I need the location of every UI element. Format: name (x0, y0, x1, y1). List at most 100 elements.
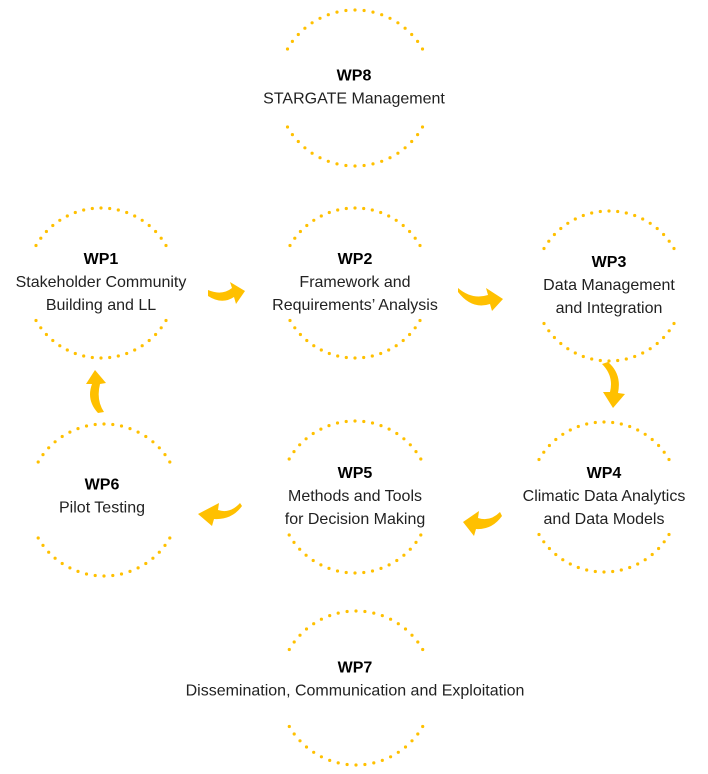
ring-wp6-bottom-arc-dot (76, 569, 80, 574)
ring-wp7-top-arc-dot (396, 622, 400, 626)
ring-wp8-top-arc-dot (396, 21, 400, 25)
ring-wp7-top-arc-dot (372, 611, 376, 615)
node-wp5: WP5 Methods and Tools for Decision Makin… (285, 463, 426, 531)
ring-wp6-top-arc-dot (128, 427, 132, 431)
ring-wp4-top-arc-dot (611, 420, 615, 425)
ring-wp2-top-arc-dot (413, 236, 417, 240)
ring-wp8-bottom-arc-dot (310, 151, 314, 155)
ring-wp5-top-arc-dot (327, 424, 331, 428)
ring-wp1-bottom-arc-dot (116, 354, 120, 358)
ring-wp5-top-arc-dot (370, 421, 375, 425)
ring-wp4-bottom-arc-dot (650, 552, 654, 557)
ring-wp3-bottom-arc-dot (662, 335, 666, 340)
ring-wp6-bottom-arc-dot (111, 573, 115, 578)
ring-wp2-bottom-arc-dot (408, 332, 412, 337)
ring-wp4-top-arc-dot (576, 424, 580, 429)
ring-wp3-bottom-arc-dot (616, 358, 620, 363)
ring-wp7-top-arc-dot (304, 627, 309, 631)
ring-wp8-bottom-arc-dot (420, 125, 425, 129)
ring-wp7-bottom-arc-dot (292, 732, 296, 736)
ring-wp3-top-arc-dot (566, 221, 570, 225)
ring-wp5-bottom-arc-dot (408, 547, 412, 551)
ring-wp3-top-arc-dot (667, 239, 671, 243)
wp6-title-line-1: Pilot Testing (59, 499, 145, 517)
ring-wp7-top-arc-dot (345, 609, 349, 614)
ring-wp8-bottom-arc-dot (362, 163, 366, 168)
ring-wp4-bottom-arc-dot (593, 569, 597, 574)
ring-wp6-top-arc-dot (76, 427, 80, 431)
ring-wp2-bottom-arc-dot (344, 355, 348, 360)
ring-wp1-bottom-arc-dot (108, 355, 112, 360)
ring-wp5-bottom-arc-dot (327, 566, 331, 571)
ring-wp3-bottom-arc-dot (559, 341, 563, 346)
ring-wp3-bottom-arc-dot (552, 335, 557, 340)
ring-wp8-top-arc-dot (318, 16, 322, 20)
ring-wp6-top-arc-dot (41, 453, 45, 457)
ring-wp3-top-arc-dot (598, 209, 602, 214)
ring-wp6-top-arc-dot (168, 460, 172, 464)
ring-wp4-bottom-arc-dot (643, 558, 647, 562)
ring-wp1-top-arc-dot (164, 243, 168, 248)
ring-wp7-top-arc-dot (410, 633, 414, 637)
ring-wp7-bottom-arc-dot (354, 763, 358, 767)
ring-wp5-bottom-arc-dot (362, 570, 366, 575)
wp2-title-line-2: Requirements’ Analysis (272, 297, 438, 314)
ring-wp5 (287, 419, 423, 575)
ring-wp4-top-arc-dot (542, 450, 546, 454)
wp1-title-line-1: Stakeholder Community (15, 274, 187, 291)
ring-wp6-top-arc-dot (157, 446, 161, 450)
ring-wp2-bottom-arc-dot (401, 338, 405, 343)
ring-wp6-bottom-arc-dot (163, 543, 167, 548)
ring-wp7-top-arc-dot (336, 611, 340, 615)
ring-wp6-bottom-arc-dot (36, 536, 40, 540)
ring-wp2-bottom-arc-dot (370, 354, 374, 358)
ring-wp1-bottom-arc-dot (44, 332, 49, 337)
ring-wp7-bottom-arc-dot (421, 724, 425, 729)
ring-wp7-bottom-arc-dot (396, 750, 400, 754)
ring-wp8-bottom-arc-dot (290, 133, 294, 137)
ring-wp4-bottom-arc-dot (667, 532, 671, 537)
ring-wp4-bottom-arc-dot (561, 558, 565, 562)
ring-wp6-bottom-arc-dot (68, 566, 72, 570)
ring-wp6-top-arc-dot (84, 424, 89, 428)
ring-wp8-bottom-arc-dot (335, 162, 339, 166)
ring-wp2-top-arc-dot (293, 236, 297, 240)
ring-wp8-top-arc-dot (326, 13, 330, 17)
ring-wp4-top-arc-dot (602, 420, 606, 424)
ring-wp5-bottom-arc-dot (419, 533, 423, 537)
ring-wp6-bottom-arc-dot (41, 543, 45, 548)
ring-wp5-bottom-arc-dot (292, 540, 296, 545)
ring-wp5-top-arc-dot (387, 427, 391, 431)
ring-wp6-top-arc-dot (93, 422, 97, 427)
ring-wp5-top-arc-dot (419, 457, 423, 461)
ring-wp1-top-arc-dot (82, 208, 86, 212)
ring-wp7-top-arc-dot (319, 617, 323, 621)
ring-wp7-bottom-arc-dot (328, 758, 332, 763)
ring-wp4-top-arc-dot (628, 424, 632, 429)
ring-wp2-top-arc-dot (344, 206, 348, 211)
wp1-title-line-2: Building and LL (45, 297, 157, 314)
ring-wp2-top-arc-dot (418, 243, 422, 248)
ring-wp1-bottom-arc-dot (154, 332, 158, 337)
node-wp8: WP8 STARGATE Management (263, 66, 445, 111)
ring-wp4-bottom-arc-dot (636, 562, 640, 566)
ring-wp4-top-arc-dot (547, 443, 552, 448)
ring-wp6-top-arc-dot (36, 460, 40, 464)
ring-wp2-bottom-arc-dot (288, 318, 292, 323)
ring-wp6-top-arc-dot (151, 440, 155, 444)
wp3-title-line-2: and Integration (555, 300, 663, 317)
ring-wp8-top-arc-dot (296, 32, 300, 37)
ring-wp3-top-arc-dot (641, 217, 645, 221)
ring-wp8-bottom-arc-dot (353, 164, 357, 168)
ring-wp5-bottom-arc-dot (370, 569, 375, 573)
ring-wp8-top-arc-dot (290, 39, 294, 44)
ring-wp7-bottom-arc-dot (403, 745, 408, 749)
ring-wp7-top-arc-dot (389, 617, 393, 621)
ring-wp8-top-arc-dot (310, 21, 314, 25)
wp4-title-line-2: and Data Models (543, 511, 665, 528)
ring-wp7-top-arc-dot (292, 640, 296, 644)
ring-wp3-bottom-arc-dot (566, 347, 570, 351)
ring-wp6-bottom-arc-dot (144, 561, 148, 566)
ring-wp1-top-arc-dot (140, 218, 144, 222)
ring-wp5-bottom-arc-dot (304, 553, 308, 557)
